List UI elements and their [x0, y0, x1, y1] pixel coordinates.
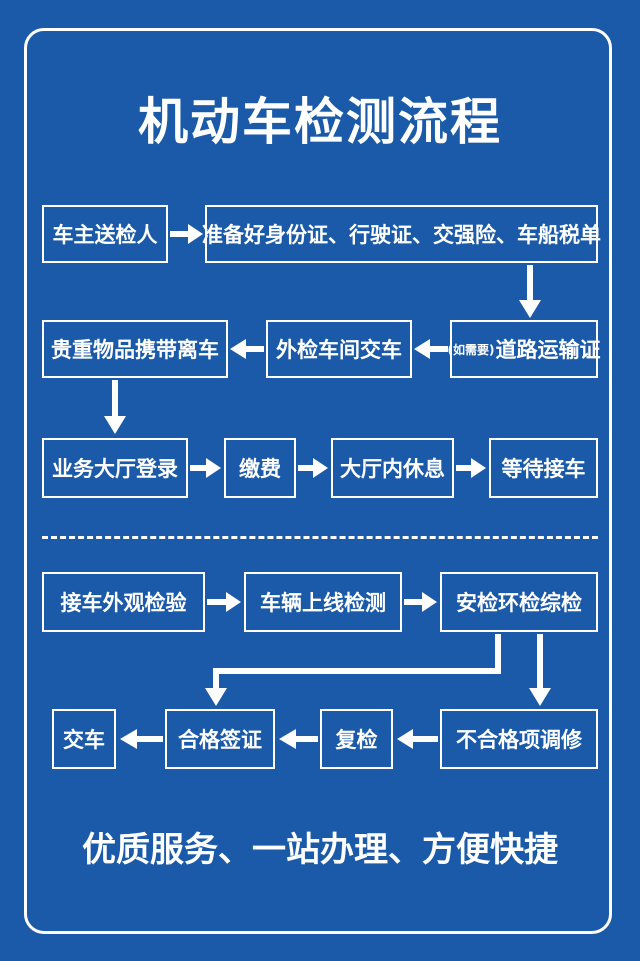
arrow-right-icon	[456, 458, 486, 478]
step-safety-env-label: 安检环检综检	[456, 591, 582, 615]
sign-border	[24, 28, 612, 934]
arrow-right-icon	[190, 458, 221, 478]
step-deliver-label: 交车	[63, 728, 105, 752]
step-receive-inspect: 接车外观检验	[42, 572, 205, 632]
step-pay-fee: 缴费	[224, 438, 296, 498]
step-take-valuables-label: 贵重物品携带离车	[51, 338, 219, 362]
step-pay-fee-label: 缴费	[239, 457, 281, 481]
arrow-right-icon	[298, 458, 328, 478]
step-receive-inspect-label: 接车外观检验	[60, 591, 187, 615]
step-road-permit-label: 道路运输证	[495, 338, 601, 362]
step-hall-register-label: 业务大厅登录	[52, 457, 178, 481]
step-qualified-sign-label: 合格签证	[178, 728, 262, 752]
arrow-right-icon	[170, 224, 203, 244]
step-prepare-docs: 准备好身份证、行驶证、交强险、车船税单	[202, 205, 601, 263]
step-hand-over-car-label: 外检车间交车	[276, 338, 402, 362]
arrow-left-icon	[414, 339, 448, 359]
step-online-test-label: 车辆上线检测	[260, 591, 386, 615]
step-road-permit: (如需要) 道路运输证	[447, 320, 601, 378]
page-title: 机动车检测流程	[138, 93, 502, 151]
step-wait-pickup: 等待接车	[489, 438, 598, 498]
step-qualified-sign: 合格签证	[165, 709, 275, 769]
step-owner-sends: 车主送检人	[42, 205, 168, 263]
step-unqualified-adjust-label: 不合格项调修	[456, 728, 582, 752]
arrow-down-icon	[529, 634, 551, 706]
arrow-left-icon	[120, 729, 163, 749]
step-wait-pickup-label: 等待接车	[501, 457, 586, 481]
arrow-elbow-icon	[205, 634, 501, 706]
arrow-right-icon	[404, 592, 437, 612]
step-take-valuables: 贵重物品携带离车	[42, 320, 228, 378]
step-recheck-label: 复检	[335, 728, 378, 752]
step-hall-rest: 大厅内休息	[331, 438, 454, 498]
step-owner-sends-label: 车主送检人	[52, 223, 158, 247]
slogan: 优质服务、一站办理、方便快捷	[82, 830, 558, 870]
arrow-right-icon	[207, 592, 241, 612]
step-hall-register: 业务大厅登录	[42, 438, 188, 498]
arrow-left-icon	[230, 339, 264, 359]
section-divider	[42, 536, 598, 539]
arrow-left-icon	[279, 729, 318, 749]
step-safety-env: 安检环检综检	[440, 572, 598, 632]
step-recheck: 复检	[320, 709, 393, 769]
step-deliver: 交车	[52, 709, 116, 769]
step-hall-rest-label: 大厅内休息	[340, 457, 445, 481]
arrow-down-icon	[104, 380, 126, 434]
arrow-left-icon	[397, 729, 438, 749]
arrow-down-icon	[519, 265, 541, 318]
step-prepare-docs-label: 准备好身份证、行驶证、交强险、车船税单	[202, 223, 601, 247]
step-if-needed-note: (如需要)	[447, 342, 495, 357]
step-online-test: 车辆上线检测	[244, 572, 402, 632]
step-hand-over-car: 外检车间交车	[266, 320, 412, 378]
step-unqualified-adjust: 不合格项调修	[440, 709, 598, 769]
